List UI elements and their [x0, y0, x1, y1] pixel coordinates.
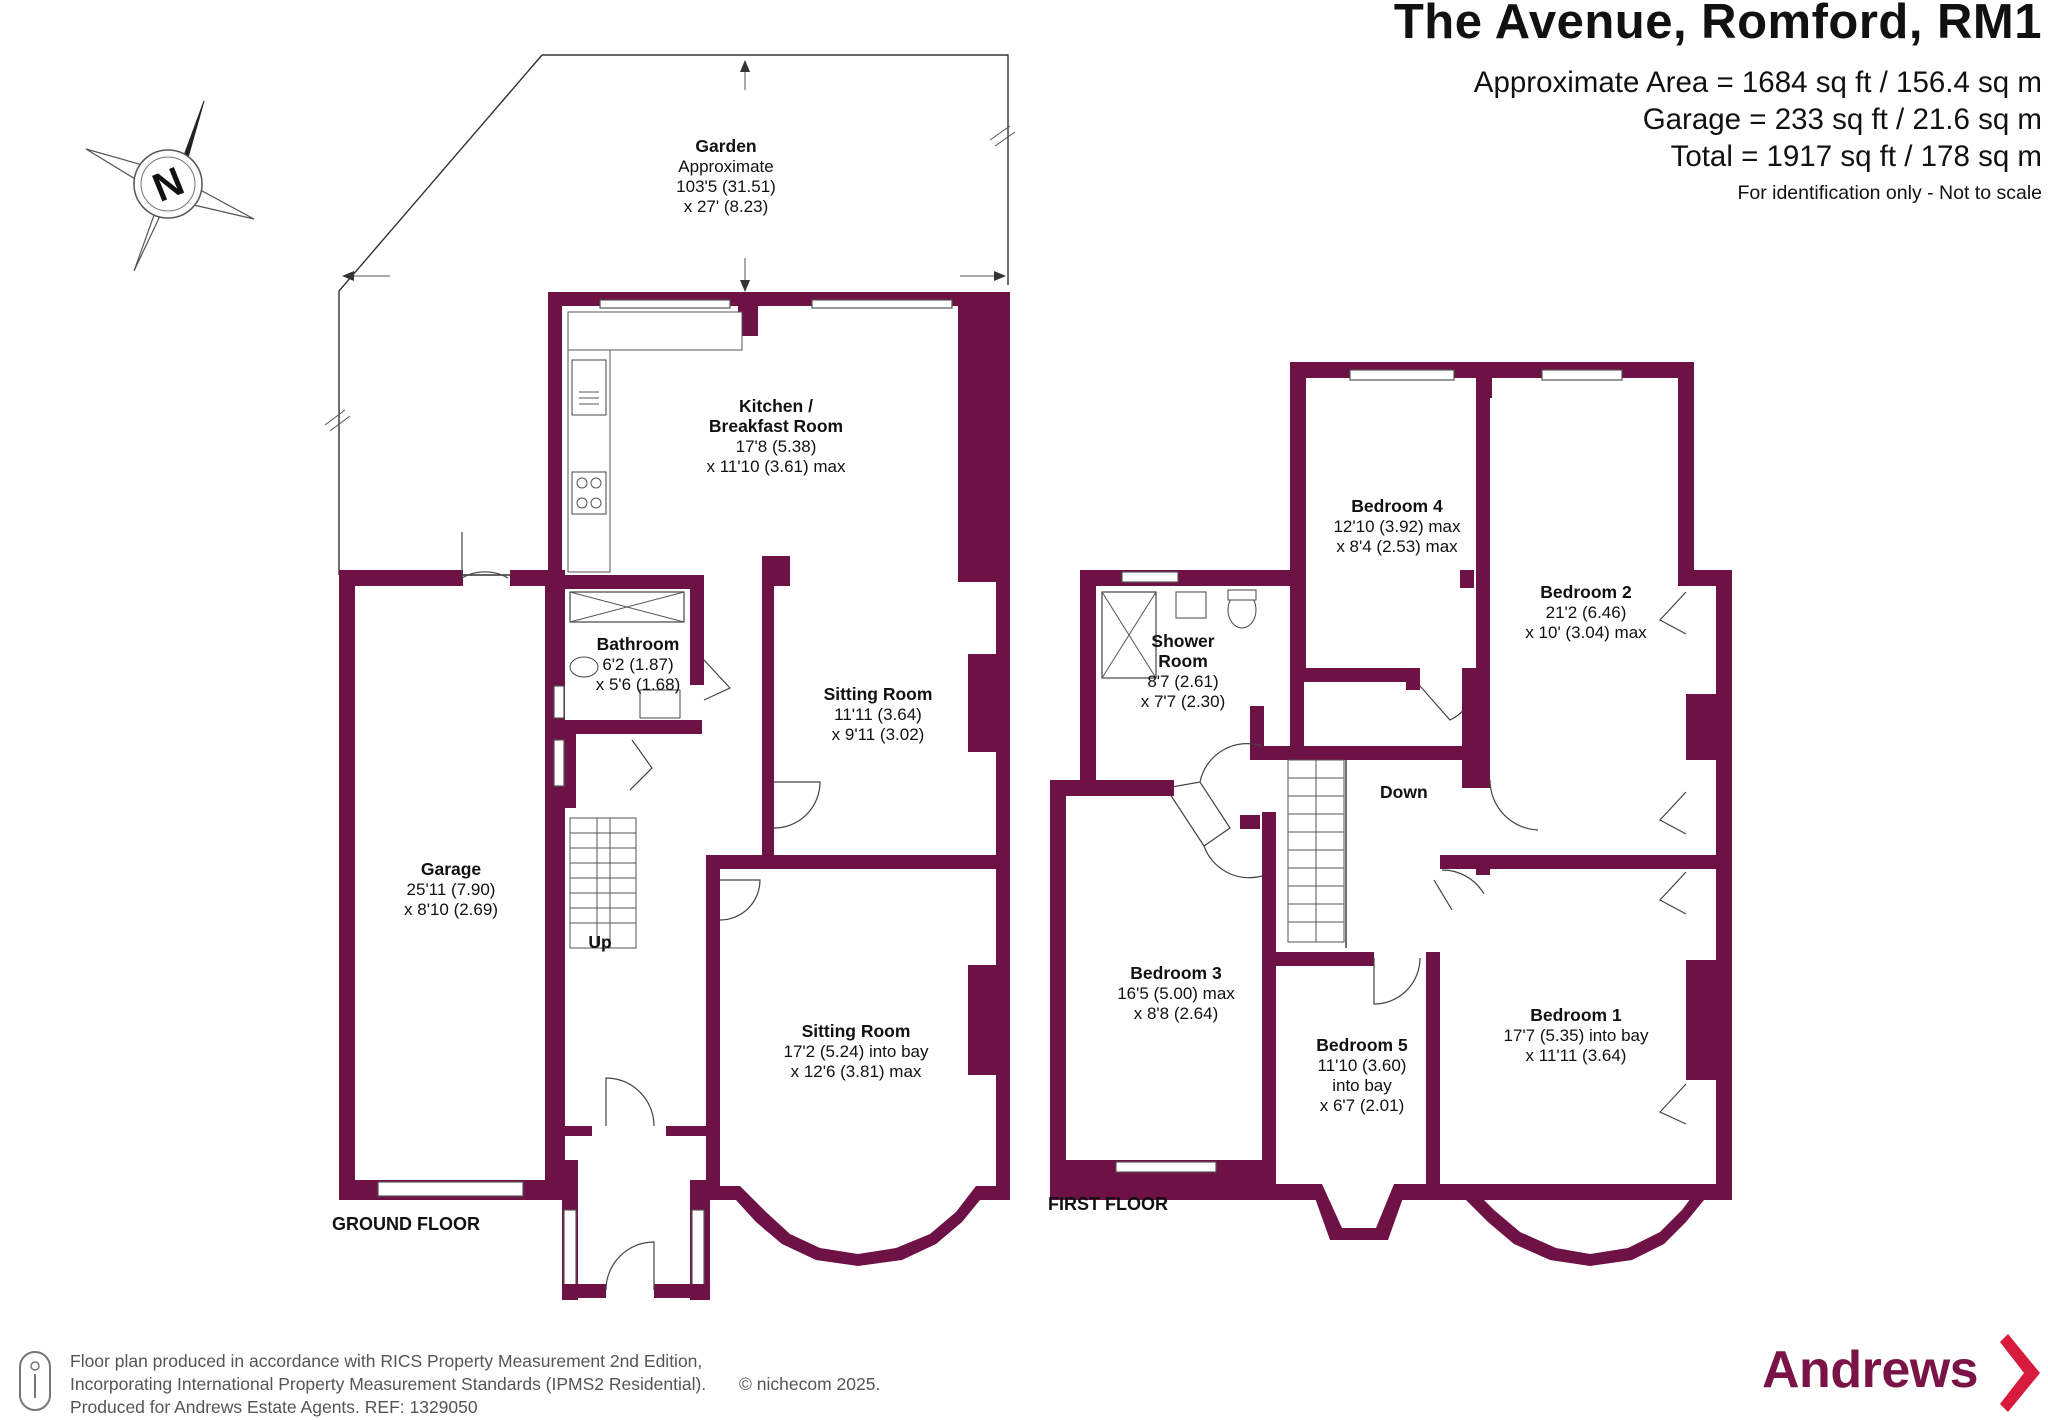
room-dim-bedroom3-2: x 8'8 (2.64)	[1134, 1004, 1219, 1023]
room-dim-bedroom5-1: 11'10 (3.60)	[1318, 1056, 1407, 1075]
page-title: The Avenue, Romford, RM1	[1393, 0, 2042, 49]
room-dim-bedroom1-1: 17'7 (5.35) into bay	[1503, 1026, 1649, 1045]
room-dim-bathroom-1: 6'2 (1.87)	[602, 655, 673, 674]
room-dim-bathroom-2: x 5'6 (1.68)	[596, 675, 681, 694]
brand-chevron-icon	[2000, 1334, 2040, 1412]
room-dim-sitting-rear-2: x 9'11 (3.02)	[832, 725, 925, 744]
brand-logo-text: Andrews	[1762, 1341, 1979, 1399]
room-name-garage: Garage	[421, 859, 482, 879]
room-name-sitting-front: Sitting Room	[802, 1021, 911, 1041]
room-name-bedroom5: Bedroom 5	[1316, 1035, 1408, 1055]
footer-line-1: Floor plan produced in accordance with R…	[70, 1351, 703, 1371]
room-dim-bedroom1-2: x 11'11 (3.64)	[1526, 1046, 1627, 1065]
room-dim-bedroom2-2: x 10' (3.04) max	[1525, 623, 1647, 642]
room-name-bathroom: Bathroom	[597, 634, 680, 654]
room-dim-bedroom5-2: into bay	[1332, 1076, 1392, 1095]
room-dim-sitting-front-2: x 12'6 (3.81) max	[791, 1062, 922, 1081]
room-dim-garage-2: x 8'10 (2.69)	[404, 900, 498, 919]
room-dim-garden-2: 103'5 (31.51)	[676, 177, 776, 196]
area-approx-line: Approximate Area = 1684 sq ft / 156.4 sq…	[1473, 66, 2042, 99]
room-dim-bedroom2-1: 21'2 (6.46)	[1546, 603, 1627, 622]
room-dim-garden-1: Approximate	[678, 157, 773, 176]
footer-line-2: Incorporating International Property Mea…	[70, 1374, 707, 1394]
room-dim-bedroom5-3: x 6'7 (2.01)	[1320, 1096, 1405, 1115]
room-name-kitchen-2: Breakfast Room	[709, 416, 843, 436]
room-dim-sitting-front-1: 17'2 (5.24) into bay	[783, 1042, 929, 1061]
ground-floor-label: GROUND FLOOR	[332, 1214, 480, 1234]
room-dim-kitchen-1: 17'8 (5.38)	[736, 437, 817, 456]
disclaimer-text: For identification only - Not to scale	[1737, 182, 2042, 204]
room-name-garden: Garden	[695, 136, 756, 156]
room-dim-bedroom3-1: 16'5 (5.00) max	[1117, 984, 1235, 1003]
ground-floor-plan	[324, 54, 1016, 1300]
room-name-sitting-rear: Sitting Room	[824, 684, 933, 704]
room-dim-garage-1: 25'11 (7.90)	[407, 880, 496, 899]
area-garage-line: Garage = 233 sq ft / 21.6 sq m	[1642, 103, 2042, 136]
area-total-line: Total = 1917 sq ft / 178 sq m	[1670, 140, 2042, 173]
room-name-shower-2: Room	[1158, 651, 1208, 671]
room-dim-sitting-rear-1: 11'11 (3.64)	[834, 705, 922, 724]
room-name-bedroom3: Bedroom 3	[1130, 963, 1222, 983]
room-name-bedroom4: Bedroom 4	[1351, 496, 1443, 516]
room-name-bedroom2: Bedroom 2	[1540, 582, 1632, 602]
room-name-kitchen: Kitchen /	[739, 396, 813, 416]
compass-rose-icon: N	[85, 100, 255, 272]
room-name-bedroom1: Bedroom 1	[1530, 1005, 1622, 1025]
stairs-label-down: Down	[1380, 782, 1428, 802]
room-dim-shower-1: 8'7 (2.61)	[1147, 672, 1218, 691]
room-dim-bedroom4-2: x 8'4 (2.53) max	[1336, 537, 1458, 556]
room-name-shower: Shower	[1151, 631, 1214, 651]
copyright-text: © nichecom 2025.	[739, 1374, 881, 1394]
person-outline-icon	[19, 1351, 51, 1411]
room-dim-garden-3: x 27' (8.23)	[684, 197, 769, 216]
stairs-label-up: Up	[588, 932, 611, 952]
room-dim-bedroom4-1: 12'10 (3.92) max	[1333, 517, 1461, 536]
first-floor-plan	[1050, 362, 1732, 1266]
room-dim-kitchen-2: x 11'10 (3.61) max	[707, 457, 846, 476]
footer-line-3: Produced for Andrews Estate Agents. REF:…	[70, 1397, 478, 1417]
first-floor-label: FIRST FLOOR	[1048, 1194, 1168, 1214]
room-dim-shower-2: x 7'7 (2.30)	[1141, 692, 1226, 711]
